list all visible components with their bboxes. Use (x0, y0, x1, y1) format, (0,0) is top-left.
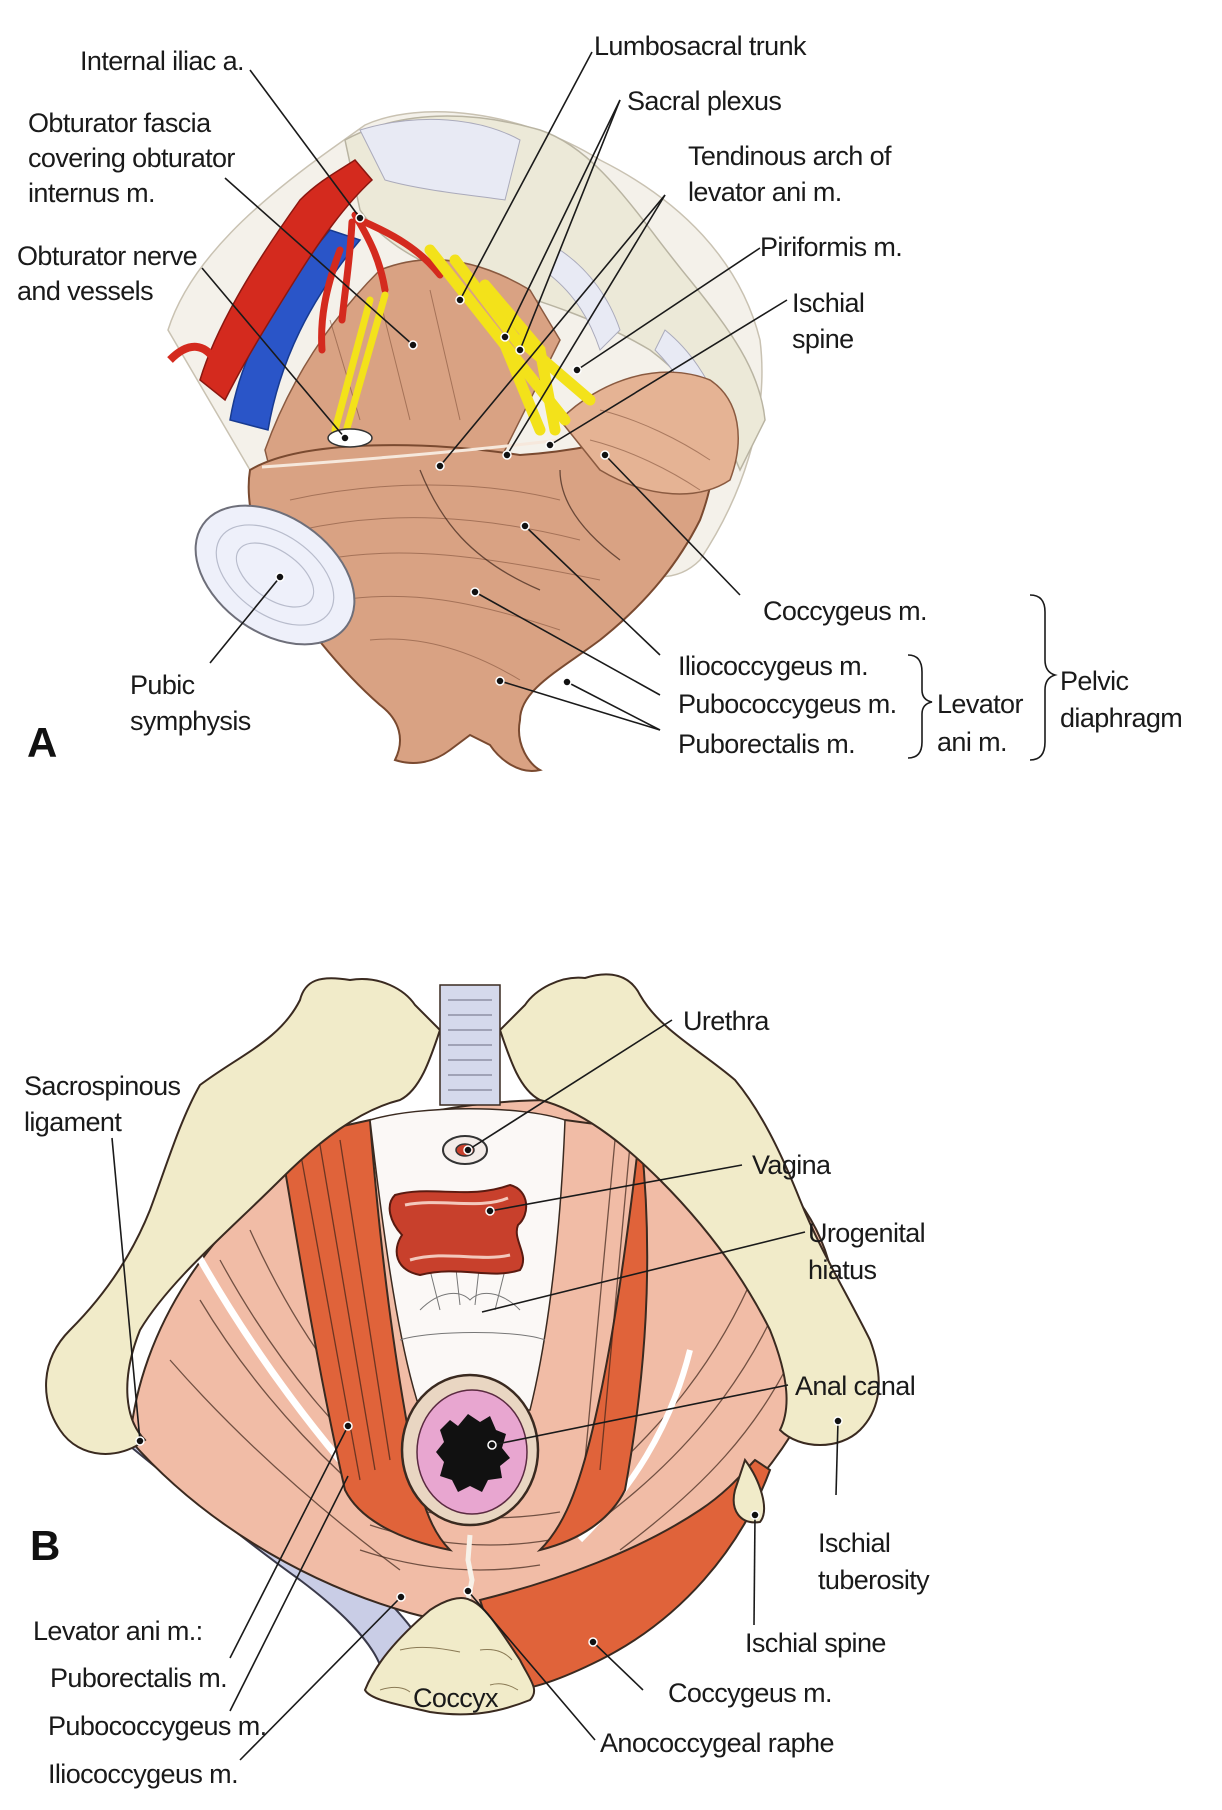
label-puborectalis-a: Puborectalis m. (678, 729, 855, 759)
pubic-arch-bone (45, 977, 442, 1455)
obturator-canal (327, 428, 373, 448)
label-coccygeus-b: Coccygeus m. (668, 1678, 832, 1708)
label-urogenital-hiatus: Urogenital hiatus (808, 1218, 932, 1285)
artery-branch-left (167, 342, 219, 363)
label-iliococcygeus-b: Iliococcygeus m. (48, 1759, 238, 1789)
label-sacral-plexus: Sacral plexus (627, 86, 781, 116)
label-pelvic-diaphragm-group: Pelvic diaphragm (1060, 666, 1182, 733)
label-urethra: Urethra (683, 1006, 770, 1036)
label-obturator-fascia: Obturator fascia covering obturator inte… (28, 108, 242, 208)
obturator-nerve (331, 291, 389, 439)
artery-branches (318, 211, 444, 354)
panel-letter-a: A (27, 719, 57, 766)
sacral-plexus-nerves (424, 244, 596, 436)
label-vagina: Vagina (752, 1150, 832, 1180)
label-pubic-symphysis: Pubic symphysis (130, 670, 251, 736)
label-levator-ani-group: Levator ani m. (937, 689, 1030, 757)
label-puborectalis-b: Puborectalis m. (50, 1663, 227, 1693)
panel-a-labels: Internal iliac a. Obturator fascia cover… (17, 31, 1183, 766)
label-pubococcygeus-a: Pubococcygeus m. (678, 689, 897, 719)
label-internal-iliac-artery: Internal iliac a. (80, 46, 244, 76)
label-sacrospinous-ligament: Sacrospinous ligament (24, 1071, 187, 1137)
pubic-arch-bone-right (498, 973, 880, 1446)
panel-a-leaders (201, 51, 788, 731)
levator-ani-brace (907, 654, 933, 759)
symphysis-lines (448, 999, 492, 1091)
ischial-spine-bone (732, 1457, 765, 1524)
panel-b-labels: Sacrospinous ligament Urethra Vagina Uro… (24, 1006, 932, 1789)
piriformis-muscle (558, 371, 739, 495)
fascial-gap (191, 1248, 343, 1463)
label-coccygeus-a: Coccygeus m. (763, 596, 927, 626)
internal-iliac-artery (199, 159, 374, 402)
label-ischial-tuberosity: Ischial tuberosity (818, 1528, 930, 1595)
label-piriformis: Piriformis m. (760, 232, 902, 262)
panel-letter-b: B (30, 1522, 60, 1569)
label-anococcygeal-raphe: Anococcygeal raphe (600, 1728, 834, 1758)
intervertebral-disc (359, 118, 521, 201)
coccyx-bone (363, 1597, 536, 1716)
label-ischial-spine-a: Ischial spine (792, 288, 871, 354)
vagina-rim (404, 1196, 511, 1262)
pelvic-diaphragm-brace (1029, 594, 1058, 761)
label-anal-canal: Anal canal (795, 1371, 915, 1401)
anal-canal (400, 1373, 540, 1527)
panel-b-leaders (111, 1019, 843, 1761)
label-pubococcygeus-b: Pubococcygeus m. (48, 1711, 267, 1741)
coccyx-lines (379, 1646, 519, 1693)
label-coccyx: Coccyx (413, 1683, 499, 1713)
label-iliococcygeus-a: Iliococcygeus m. (678, 651, 868, 681)
label-obturator-nerve-vessels: Obturator nerve and vessels (17, 241, 204, 306)
hiatus-tissue-lines (399, 1259, 546, 1341)
pubic-symphysis-disc (194, 504, 356, 646)
label-ischial-spine-b: Ischial spine (745, 1628, 886, 1658)
label-levator-ani-heading: Levator ani m.: (33, 1616, 203, 1646)
tendinous-arch-line (261, 438, 561, 469)
panel-b: Sacrospinous ligament Urethra Vagina Uro… (24, 973, 932, 1789)
label-lumbosacral-trunk: Lumbosacral trunk (594, 31, 807, 61)
panel-a: Internal iliac a. Obturator fascia cover… (17, 31, 1183, 772)
coccygeus-muscle-b (478, 1458, 772, 1692)
label-tendinous-arch: Tendinous arch of levator ani m. (688, 141, 898, 207)
sacral-segment (549, 249, 621, 351)
